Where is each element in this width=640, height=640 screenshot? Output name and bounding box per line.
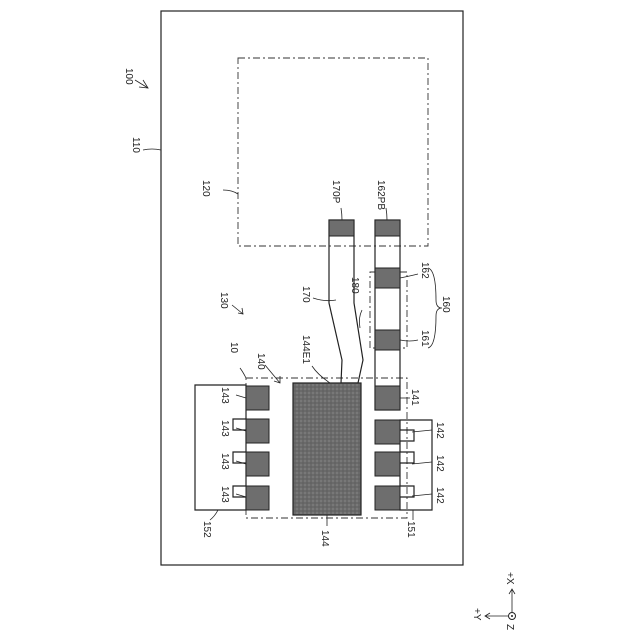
leader-142-3 [412, 494, 432, 496]
leader-100 [135, 80, 148, 88]
pad-142-2 [375, 452, 400, 476]
label-161: 161 [419, 330, 430, 347]
label-162: 162 [419, 262, 430, 279]
label-143-2: 143 [219, 420, 230, 437]
label-120: 120 [200, 180, 211, 197]
strip-162 [375, 220, 400, 410]
pad-143-2 [246, 419, 269, 443]
trace-170 [329, 220, 363, 383]
leader-170p [341, 208, 342, 220]
label-151: 151 [405, 521, 416, 538]
label-162pb: 162PB [375, 180, 386, 210]
leader-161 [400, 340, 418, 341]
pad-161 [375, 330, 400, 350]
leader-130 [232, 305, 243, 314]
label-110: 110 [130, 137, 141, 153]
pad-143-1 [246, 386, 269, 410]
label-152: 152 [201, 521, 212, 538]
leader-120 [223, 190, 238, 194]
leader-152 [210, 510, 218, 520]
leader-142-2 [412, 462, 432, 464]
leader-110 [143, 149, 161, 150]
region-outline [238, 58, 428, 246]
label-180: 180 [349, 277, 360, 294]
label-142-2: 142 [434, 455, 445, 472]
axis-z-label: Z [504, 624, 515, 630]
axis-y-label: +Y [471, 608, 482, 621]
label-160: 160 [440, 296, 451, 313]
label-10: 10 [228, 342, 239, 354]
x-axis-arrow-icon [509, 589, 515, 612]
pad-142-3 [375, 486, 400, 510]
z-axis-dot-icon [511, 615, 513, 617]
y-axis-arrow-icon [485, 613, 508, 619]
frame-right [400, 420, 432, 510]
pad-143-4 [246, 486, 269, 510]
label-100: 100 [123, 68, 134, 85]
pad-142-1 [375, 420, 400, 444]
label-141: 141 [409, 389, 420, 406]
leader-170 [313, 298, 336, 301]
label-170: 170 [300, 286, 311, 303]
label-142-3: 142 [434, 487, 445, 504]
label-143-1: 143 [219, 387, 230, 404]
axis-x-label: +X [504, 572, 515, 585]
pad-141 [375, 386, 400, 410]
label-142-1: 142 [434, 422, 445, 439]
pad-170p [329, 220, 354, 236]
label-144e1: 144E1 [300, 335, 311, 364]
leader-144e1 [312, 366, 330, 383]
leader-142-1 [412, 430, 432, 432]
label-143-4: 143 [219, 486, 230, 503]
pad-162 [375, 268, 400, 288]
leader-143-1 [236, 395, 246, 398]
label-144: 144 [319, 530, 330, 547]
axis-indicator: +X +Y Z [471, 572, 516, 630]
die-144 [293, 383, 361, 515]
leader-140 [265, 365, 280, 383]
pad-143-3 [246, 452, 269, 476]
pad-162pb [375, 220, 400, 236]
label-170p: 170P [330, 180, 341, 204]
label-143-3: 143 [219, 453, 230, 470]
label-140: 140 [255, 353, 266, 370]
leader-180 [359, 310, 362, 328]
leader-10 [240, 368, 246, 378]
leader-162 [400, 274, 418, 278]
label-130: 130 [218, 292, 229, 309]
